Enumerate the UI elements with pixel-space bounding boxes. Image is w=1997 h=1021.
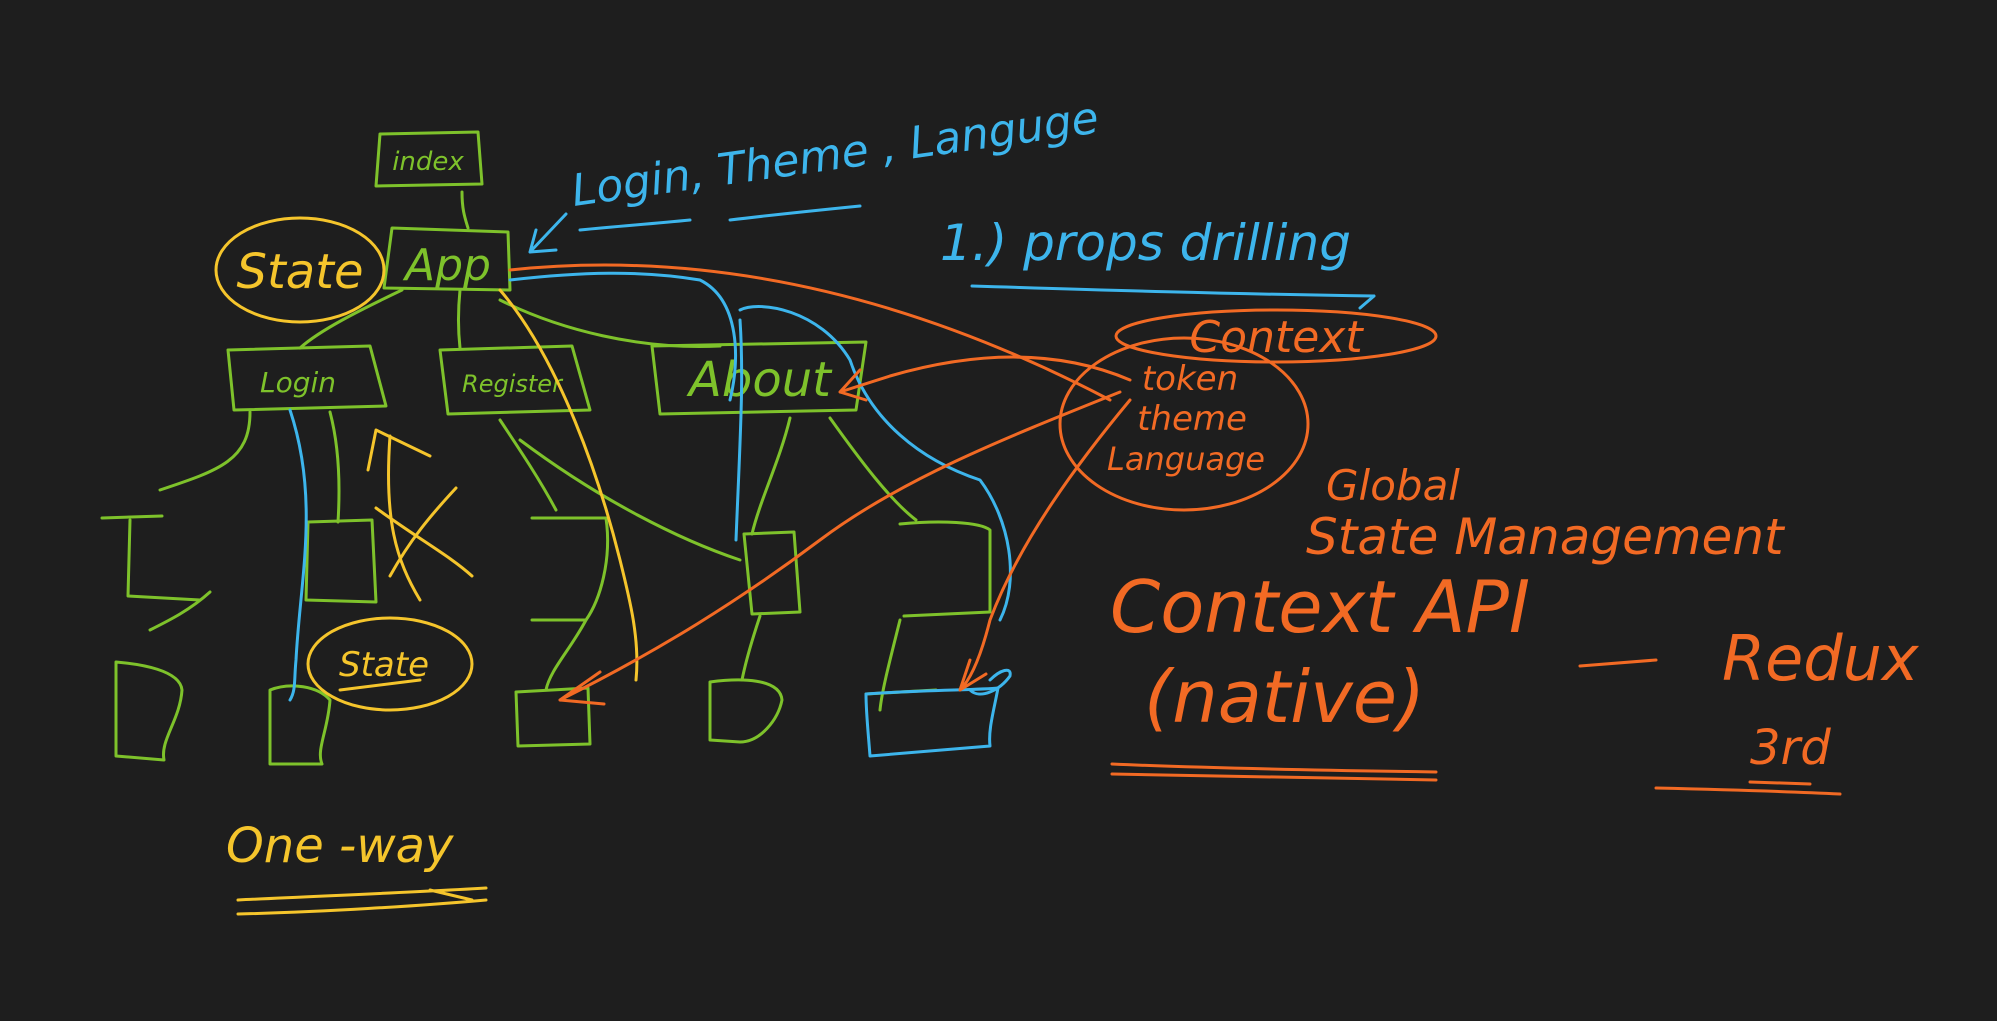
app-to-leaf-yellow-line — [498, 288, 639, 682]
leaf-login-3 — [114, 660, 184, 762]
orange-context-to-about — [838, 355, 1132, 402]
leaf-register-1 — [530, 516, 610, 622]
index-label: index — [392, 147, 464, 177]
state-bottom-label: State — [339, 645, 429, 685]
one-way-underline — [236, 886, 488, 916]
context-title-label: Context — [1189, 312, 1364, 363]
index-node-box — [374, 130, 484, 188]
leaf-login-4 — [268, 684, 332, 766]
global-state-line2: State Management — [1306, 508, 1786, 566]
edge-login-leaf1 — [158, 410, 252, 492]
context-item-token: token — [1142, 359, 1238, 399]
cross-mark — [374, 486, 474, 578]
redux-label: Redux — [1722, 622, 1920, 695]
register-label: Register — [462, 370, 564, 398]
context-item-theme: theme — [1137, 399, 1247, 439]
third-label: 3rd — [1750, 720, 1831, 776]
login-underline — [578, 218, 692, 232]
edge-register-leaf1 — [498, 418, 558, 512]
app-node-box — [382, 226, 512, 292]
about-node-box — [650, 340, 868, 416]
edge-about-leaf1-child — [740, 614, 762, 682]
edge-app-about — [498, 298, 722, 348]
theme-underline — [728, 204, 862, 222]
blue-about-down — [738, 305, 1012, 622]
leaf-login-2 — [304, 518, 378, 604]
blue-leaf-curl — [968, 668, 1012, 696]
context-annotations — [508, 263, 1842, 796]
native-label: (native) — [1144, 655, 1425, 739]
one-way-label: One -way — [226, 818, 454, 874]
leaf-about-3 — [898, 520, 992, 618]
state-top-label: State — [236, 244, 363, 300]
edge-register-leaf2 — [544, 618, 588, 692]
context-item-language: Language — [1107, 440, 1265, 478]
edge-app-register — [457, 288, 462, 350]
state-annotations — [214, 216, 639, 916]
component-tree — [100, 130, 992, 766]
login-label: Login — [260, 366, 336, 399]
edge-about-leaf1 — [750, 416, 792, 536]
blue-about-to-leaf — [734, 318, 744, 542]
context-title-ellipse — [1114, 308, 1438, 364]
login-node-box — [226, 344, 388, 412]
state-bottom-ellipse — [306, 616, 474, 712]
upward-arrow — [366, 428, 432, 602]
blue-highlight-leaf — [864, 686, 1000, 758]
edge-index-app — [460, 190, 470, 230]
leaf-register-2 — [514, 686, 592, 748]
leaf-about-1 — [742, 530, 802, 616]
edge-app-login — [298, 288, 404, 350]
arrow-to-app — [528, 212, 568, 254]
register-node-box — [438, 344, 592, 416]
dash — [1578, 658, 1658, 668]
orange-context-to-about-leaf — [958, 398, 1132, 692]
edge-login-leaf2 — [328, 410, 341, 524]
leaf-login-1 — [100, 514, 212, 632]
app-label: App — [402, 240, 491, 291]
edge-about-leaf3-child — [878, 618, 902, 712]
login-theme-language-label: Login, Theme , Languge — [568, 92, 1101, 216]
blue-login-to-leaf — [288, 408, 308, 702]
leaf-about-2 — [708, 678, 784, 744]
state-top-ellipse — [214, 216, 386, 324]
native-underline — [1110, 762, 1438, 782]
third-underline — [1654, 780, 1842, 796]
state-bottom-underline — [338, 678, 422, 692]
props-drilling-annotations — [288, 204, 1376, 758]
props-drilling-label: 1.) props drilling — [940, 214, 1351, 272]
about-label: About — [686, 352, 833, 408]
context-api-label: Context API — [1110, 565, 1530, 649]
props-drilling-underline — [970, 284, 1376, 310]
orange-context-to-register-leaf — [558, 390, 1122, 706]
global-state-line1: Global — [1326, 461, 1460, 510]
blue-app-to-about — [508, 271, 738, 402]
edge-app-about-leaf — [518, 438, 742, 562]
context-items-ellipse — [1058, 336, 1310, 512]
edge-about-leaf2 — [828, 416, 918, 522]
